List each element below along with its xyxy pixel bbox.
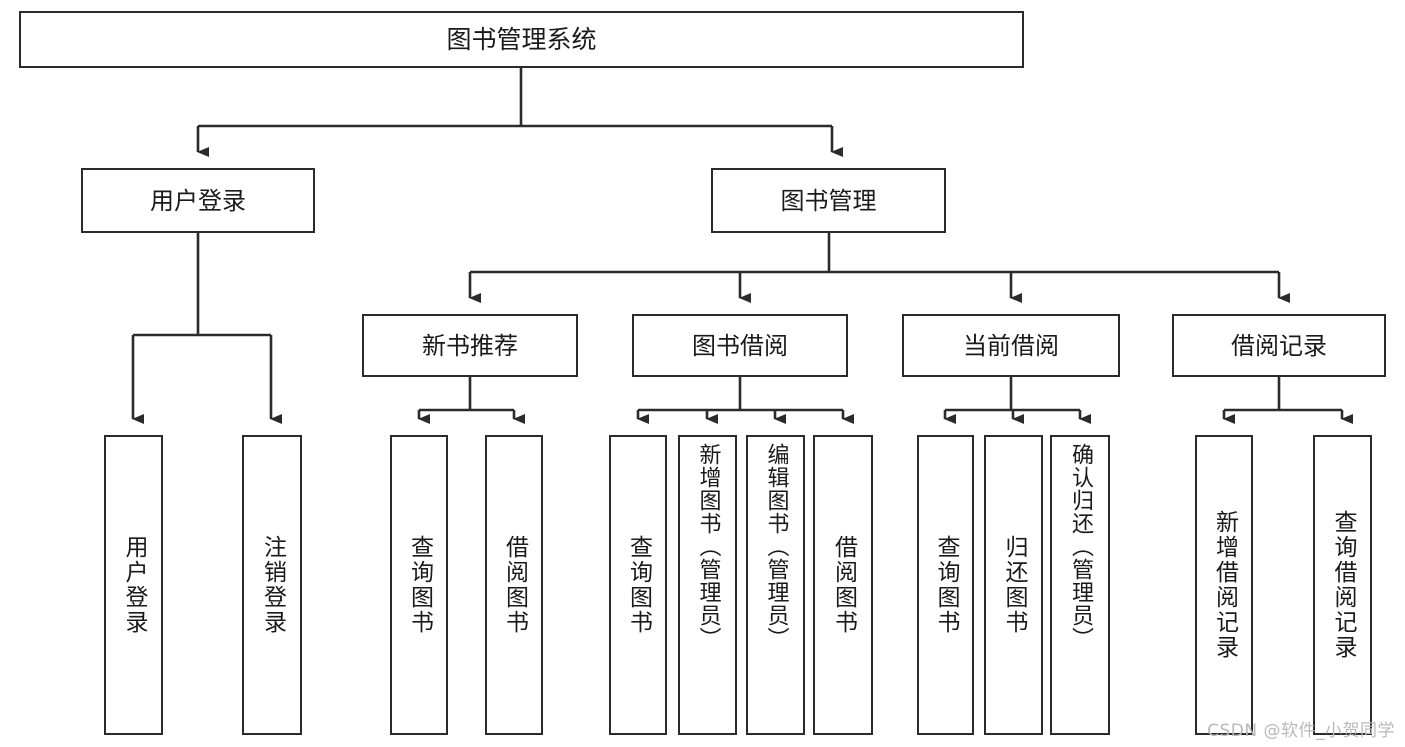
node-root-label: 图书管理系统 xyxy=(446,24,597,54)
node-leaf-query-record-label: 查询借阅记录 xyxy=(1330,510,1356,660)
node-leaf-add-book[interactable]: 新增图书（管理员） xyxy=(678,435,737,735)
node-leaf-query-book-1[interactable]: 查询图书 xyxy=(390,435,448,735)
node-leaf-query-book-2-label: 查询图书 xyxy=(625,535,652,635)
node-leaf-edit-book[interactable]: 编辑图书（管理员） xyxy=(746,435,805,735)
node-leaf-query-record[interactable]: 查询借阅记录 xyxy=(1313,435,1372,735)
node-leaf-borrow-book-1-label: 借阅图书 xyxy=(501,535,528,635)
node-leaf-query-book-3[interactable]: 查询图书 xyxy=(917,435,974,735)
node-book-borrow-label: 图书借阅 xyxy=(692,331,788,360)
node-leaf-confirm-return-label: 确认归还（管理员） xyxy=(1068,443,1093,650)
watermark: CSDN @软件_小贺同学 xyxy=(1207,721,1395,741)
node-user-login-label: 用户登录 xyxy=(150,186,246,215)
node-new-book-rec[interactable]: 新书推荐 xyxy=(362,314,578,377)
node-leaf-user-logout[interactable]: 注销登录 xyxy=(242,435,302,735)
node-leaf-return-book-label: 归还图书 xyxy=(1001,535,1027,635)
node-current-borrow[interactable]: 当前借阅 xyxy=(902,314,1120,377)
node-book-borrow[interactable]: 图书借阅 xyxy=(632,314,848,377)
node-borrow-record[interactable]: 借阅记录 xyxy=(1172,314,1386,377)
node-leaf-query-book-1-label: 查询图书 xyxy=(406,535,433,635)
node-leaf-add-record[interactable]: 新增借阅记录 xyxy=(1195,435,1253,735)
node-leaf-borrow-book-2[interactable]: 借阅图书 xyxy=(813,435,873,735)
node-leaf-user-login[interactable]: 用户登录 xyxy=(104,435,163,735)
node-leaf-borrow-book-2-label: 借阅图书 xyxy=(830,535,857,635)
node-leaf-user-logout-label: 注销登录 xyxy=(259,535,286,635)
node-leaf-add-record-label: 新增借阅记录 xyxy=(1211,510,1238,660)
node-leaf-query-book-3-label: 查询图书 xyxy=(933,535,959,635)
node-leaf-add-book-label: 新增图书（管理员） xyxy=(695,443,721,650)
node-book-manage-label: 图书管理 xyxy=(780,186,877,215)
node-leaf-borrow-book-1[interactable]: 借阅图书 xyxy=(485,435,543,735)
node-book-manage[interactable]: 图书管理 xyxy=(711,168,946,233)
node-borrow-record-label: 借阅记录 xyxy=(1231,331,1327,360)
node-leaf-query-book-2[interactable]: 查询图书 xyxy=(609,435,667,735)
node-current-borrow-label: 当前借阅 xyxy=(963,331,1059,360)
node-new-book-rec-label: 新书推荐 xyxy=(422,331,518,360)
node-leaf-confirm-return[interactable]: 确认归还（管理员） xyxy=(1050,435,1110,735)
node-root[interactable]: 图书管理系统 xyxy=(19,11,1024,68)
node-leaf-user-login-label: 用户登录 xyxy=(121,535,147,635)
node-leaf-return-book[interactable]: 归还图书 xyxy=(984,435,1043,735)
node-user-login[interactable]: 用户登录 xyxy=(81,168,315,233)
node-leaf-edit-book-label: 编辑图书（管理员） xyxy=(763,443,789,650)
